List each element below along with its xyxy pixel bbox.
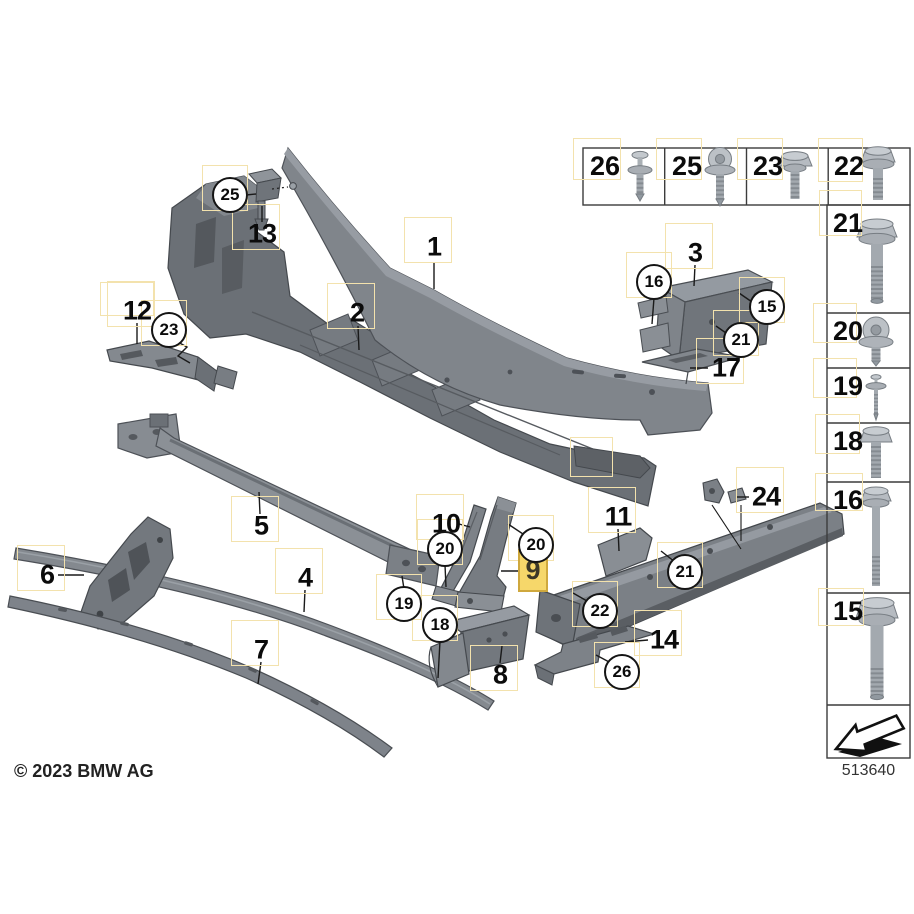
callout-18-circle[interactable]: 18 [422, 607, 458, 643]
part-6-corner-bracket[interactable] [80, 516, 174, 630]
hotspot-t26[interactable] [573, 138, 621, 180]
part-24-clips[interactable] [702, 478, 747, 550]
hotspot-17[interactable] [696, 338, 744, 384]
fastener-table-grid [582, 147, 911, 759]
hotspot-t18[interactable] [815, 414, 860, 454]
hotspot-part-2-end[interactable] [570, 437, 613, 477]
table-label-16[interactable]: 16 [833, 485, 864, 515]
callout-25-circle[interactable]: 25 [212, 177, 248, 213]
table-label-15[interactable]: 15 [833, 596, 864, 626]
hotspot-12[interactable] [107, 281, 155, 327]
hotspot-t22[interactable] [818, 138, 863, 182]
hotspot-24[interactable] [736, 467, 784, 513]
callout-20-circle-b[interactable]: 20 [518, 527, 554, 563]
hotspot-13[interactable] [232, 204, 280, 250]
hotspot-t15[interactable] [818, 588, 864, 626]
part-1-bumper-carrier[interactable] [281, 146, 713, 436]
part-9-bracket-selected[interactable] [454, 496, 517, 613]
diagram-code: 513640 [841, 762, 896, 779]
callout-8[interactable]: 8 [492, 659, 508, 690]
callout-4[interactable]: 4 [297, 562, 313, 593]
callout-1[interactable]: 1 [426, 231, 442, 262]
table-label-20[interactable]: 20 [833, 316, 864, 346]
callout-19-circle[interactable]: 19 [386, 586, 422, 622]
hotspot-t23[interactable] [737, 138, 783, 180]
hotspot-3[interactable] [665, 223, 713, 269]
table-label-19[interactable]: 19 [833, 371, 864, 401]
hotspot-t20[interactable] [813, 303, 857, 343]
hex-bolt-extra-long-icon [860, 486, 892, 586]
copyright-notice: © 2023 BMW AG [14, 761, 154, 781]
table-label-18[interactable]: 18 [833, 426, 864, 456]
callout-3[interactable]: 3 [687, 237, 703, 268]
hex-head-screw-icon [777, 151, 813, 199]
screw-with-large-washer-icon [858, 316, 894, 367]
hotspot-t16[interactable] [815, 473, 863, 511]
callout-23-circle[interactable]: 23 [151, 312, 187, 348]
callout-21-circle-b[interactable]: 21 [667, 554, 703, 590]
table-label-23[interactable]: 23 [753, 151, 784, 181]
part-8-support-box[interactable] [428, 605, 531, 688]
callout-20-circle-a[interactable]: 20 [427, 531, 463, 567]
fillister-head-screw-with-washer-icon [704, 147, 736, 208]
callout-16-circle[interactable]: 16 [636, 264, 672, 300]
blind-rivet-icon [865, 374, 887, 422]
callout-17[interactable]: 17 [711, 352, 741, 383]
hotspot-t19[interactable] [813, 358, 857, 398]
hotspot-6[interactable] [17, 545, 65, 591]
callout-14[interactable]: 14 [649, 624, 679, 655]
table-label-26[interactable]: 26 [590, 151, 621, 181]
hex-flange-bolt-icon [860, 146, 896, 200]
part-12-bracket[interactable] [106, 340, 238, 392]
callout-22-circle[interactable]: 22 [582, 593, 618, 629]
expansion-rivet-icon [627, 150, 653, 203]
callout-12[interactable]: 12 [122, 295, 152, 326]
hex-flange-bolt-xl-icon [855, 597, 899, 701]
callout-26-circle[interactable]: 26 [604, 654, 640, 690]
table-label-22[interactable]: 22 [834, 151, 865, 181]
hex-flange-bolt-long-icon [856, 218, 898, 304]
hotspot-11[interactable] [588, 487, 636, 533]
hotspot-4[interactable] [275, 548, 323, 594]
hotspot-2[interactable] [327, 283, 375, 329]
hotspot-1[interactable] [404, 217, 452, 263]
hex-bolt-icon [859, 426, 893, 478]
callout-24[interactable]: 24 [751, 481, 781, 512]
callout-21-circle-a[interactable]: 21 [723, 322, 759, 358]
callout-5[interactable]: 5 [253, 510, 269, 541]
hotspot-t21[interactable] [819, 190, 862, 236]
table-label-25[interactable]: 25 [672, 151, 703, 181]
callout-7[interactable]: 7 [253, 634, 269, 665]
callout-2[interactable]: 2 [349, 297, 365, 328]
hotspot-7[interactable] [231, 620, 279, 666]
callout-13[interactable]: 13 [247, 218, 277, 249]
part-7-lower-strip[interactable] [7, 595, 393, 758]
table-label-21[interactable]: 21 [833, 208, 864, 238]
callout-11[interactable]: 11 [604, 501, 633, 532]
hotspot-14[interactable] [634, 610, 682, 656]
hotspot-8[interactable] [470, 645, 518, 691]
direction-arrow-icon [833, 713, 906, 757]
part-5-upper-rail[interactable] [117, 413, 441, 587]
callout-15-circle[interactable]: 15 [749, 289, 785, 325]
hotspot-t25[interactable] [656, 138, 702, 180]
hotspot-12b[interactable] [100, 282, 154, 316]
hotspot-5[interactable] [231, 496, 279, 542]
callout-6[interactable]: 6 [39, 559, 55, 590]
